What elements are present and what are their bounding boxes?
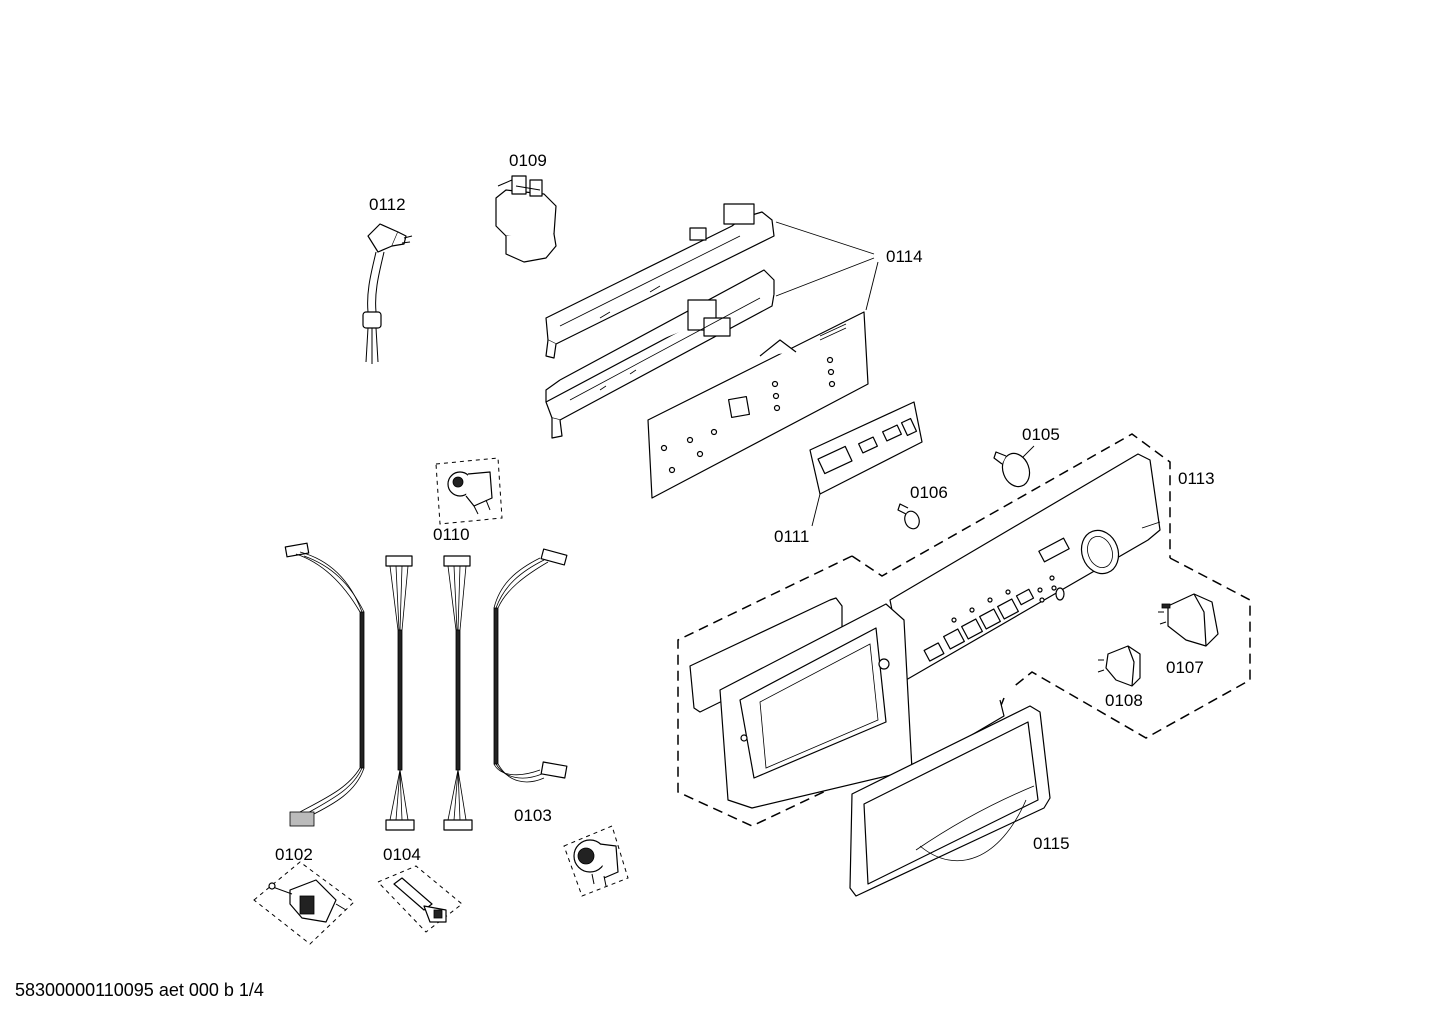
label-0115: 0115 <box>1033 834 1070 853</box>
part-0107-knob[interactable] <box>1158 593 1219 647</box>
part-0112-mains-cable[interactable] <box>362 223 413 364</box>
part-0106-small-knob[interactable] <box>897 503 922 531</box>
label-0112: 0112 <box>369 195 406 214</box>
part-0108-knob[interactable] <box>1097 645 1141 687</box>
label-0102: 0102 <box>275 845 313 864</box>
part-0110-pressure-switch[interactable] <box>435 457 503 525</box>
part-0109-interference-filter[interactable] <box>495 175 557 263</box>
label-0108: 0108 <box>1105 691 1143 710</box>
label-0111: 0111 <box>774 527 809 546</box>
label-0103: 0103 <box>514 806 552 825</box>
part-0113-control-fascia[interactable] <box>677 433 1251 827</box>
part-0102-wiring-harness[interactable] <box>284 542 365 827</box>
part-0103-wiring-harness[interactable] <box>493 548 568 783</box>
label-0104: 0104 <box>383 845 421 864</box>
part-0105-knob[interactable] <box>993 445 1035 490</box>
label-0110: 0110 <box>433 525 470 544</box>
part-0111-display-panel[interactable] <box>809 401 923 527</box>
label-0105: 0105 <box>1022 425 1060 444</box>
part-0104-wiring-harness-a[interactable] <box>385 555 415 831</box>
label-0113: 0113 <box>1178 469 1215 488</box>
part-level-sensor[interactable] <box>563 825 629 897</box>
part-0114-control-module[interactable] <box>545 203 879 499</box>
document-reference-footer: 58300000110095 aet 000 b 1/4 <box>15 980 264 1000</box>
label-0114: 0114 <box>886 247 923 266</box>
label-0106: 0106 <box>910 483 948 502</box>
part-door-lock[interactable] <box>253 861 355 945</box>
label-0107: 0107 <box>1166 658 1204 677</box>
label-0109: 0109 <box>509 151 547 170</box>
part-0104-wiring-harness-b[interactable] <box>443 555 473 831</box>
part-0115-drawer-panel[interactable] <box>849 705 1051 897</box>
part-temperature-sensor[interactable] <box>377 865 463 933</box>
